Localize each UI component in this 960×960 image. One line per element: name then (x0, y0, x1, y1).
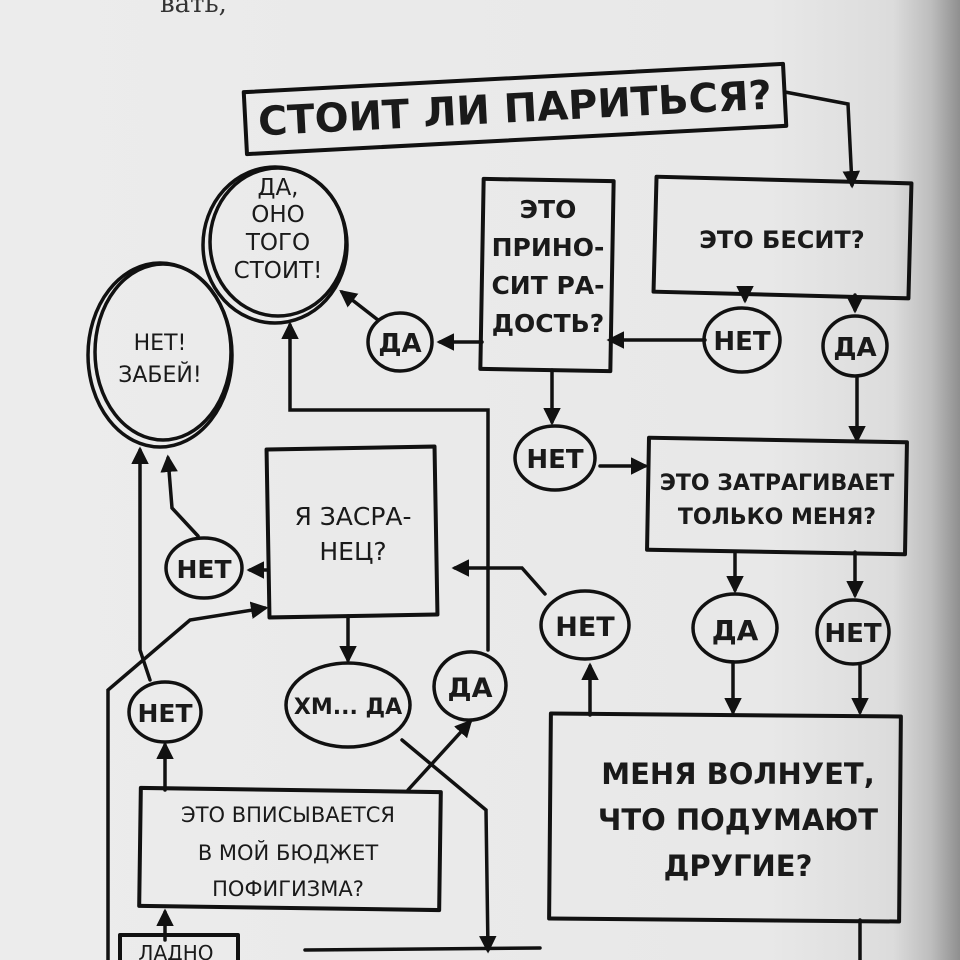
result-worth-it-line-2: ОНО (251, 202, 305, 228)
node-volnuet-line-3: ДРУГИЕ? (664, 849, 813, 883)
node-radost-line-3: СИТ РА- (491, 271, 604, 300)
node-zatragivaet: ЭТО ЗАТРАГИВАЕТ ТОЛЬКО МЕНЯ? (645, 435, 909, 557)
connector-hmda-down (400, 738, 497, 954)
node-zasranets-line-2: НЕЦ? (319, 537, 386, 566)
answer-besit-yes-text: ДА (833, 333, 876, 363)
result-worth-it-line-4: СТОИТ! (234, 258, 323, 284)
answer-radost-yes: ДА (366, 311, 434, 373)
connector-da-up-stoit (281, 321, 490, 652)
answer-zasranets-no: НЕТ (164, 536, 244, 600)
title-node: СТОИТ ЛИ ПАРИТЬСЯ? (241, 61, 789, 157)
answer-budget-yes: ДА (432, 650, 508, 722)
answer-budget-yes-text: ДА (448, 673, 493, 704)
node-volnuet-line-1: МЕНЯ ВОЛНУЕТ, (601, 757, 874, 791)
node-budget-line-3: ПОФИГИЗМА? (212, 877, 364, 901)
node-budget: ЭТО ВПИСЫВАЕТСЯ В МОЙ БЮДЖЕТ ПОФИГИЗМА? (137, 785, 443, 913)
result-worth-it-line-3: ТОГО (245, 230, 310, 256)
answer-volnuet-no: НЕТ (539, 589, 631, 661)
connector-budget-da (406, 719, 473, 792)
node-volnuet-line-2: ЧТО ПОДУМАЮТ (598, 803, 878, 837)
node-budget-line-1: ЭТО ВПИСЫВАЕТСЯ (181, 803, 395, 827)
result-forget-it-line-1: НЕТ! (134, 331, 187, 356)
node-budget-line-2: В МОЙ БЮДЖЕТ (198, 840, 378, 865)
answer-hm-da-text: ХМ... ДА (294, 695, 402, 720)
result-forget-it: НЕТ! ЗАБЕЙ! (86, 261, 234, 449)
node-besit: ЭТО БЕСИТ? (651, 174, 914, 301)
answer-besit-no: НЕТ (702, 306, 782, 374)
answer-volnuet-no-text: НЕТ (555, 612, 615, 643)
answer-radost-yes-text: ДА (378, 329, 421, 359)
answer-budget-no-text: НЕТ (137, 699, 192, 728)
answer-zasranets-no-text: НЕТ (176, 555, 231, 584)
answer-zatragivaet-yes: ДА (691, 592, 779, 664)
node-radost-line-2: ПРИНО- (492, 233, 605, 262)
node-besit-text: ЭТО БЕСИТ? (699, 226, 864, 254)
result-forget-it-line-2: ЗАБЕЙ! (118, 362, 201, 388)
node-volnuet: МЕНЯ ВОЛНУЕТ, ЧТО ПОДУМАЮТ ДРУГИЕ? (547, 711, 903, 924)
node-radost: ЭТО ПРИНО- СИТ РА- ДОСТЬ? (478, 176, 616, 374)
node-radost-line-1: ЭТО (520, 195, 577, 224)
connector-net-up-zabei (131, 446, 152, 682)
connector-left-zasranets (106, 601, 269, 960)
answer-hm-da: ХМ... ДА (284, 661, 412, 749)
answer-zatragivaet-no-text: НЕТ (824, 619, 882, 649)
result-worth-it: ДА, ОНО ТОГО СТОИТ! (201, 165, 349, 325)
answer-zatragivaet-no: НЕТ (815, 598, 891, 666)
connector-net-zabei (160, 454, 200, 538)
node-zasranets: Я ЗАСРА- НЕЦ? (264, 444, 440, 620)
answer-radost-no-text: НЕТ (526, 445, 584, 475)
title-text: СТОИТ ЛИ ПАРИТЬСЯ? (257, 73, 773, 146)
bottom-box-edge (303, 946, 542, 952)
node-ladno: ЛАДНО (118, 933, 240, 960)
page-fragment-text: вать, (160, 0, 227, 19)
node-zasranets-line-1: Я ЗАСРА- (294, 502, 411, 531)
node-ladno-text: ЛАДНО (138, 941, 213, 960)
node-zatragivaet-line-2: ТОЛЬКО МЕНЯ? (678, 505, 876, 530)
answer-zatragivaet-yes-text: ДА (712, 614, 759, 647)
answer-besit-yes: ДА (821, 314, 889, 378)
connector-net-zasranets (451, 559, 547, 596)
result-worth-it-line-1: ДА, (257, 175, 298, 201)
connector-title-besit (783, 90, 861, 189)
node-radost-line-4: ДОСТЬ? (492, 309, 604, 338)
answer-besit-no-text: НЕТ (713, 327, 771, 357)
answer-radost-no: НЕТ (513, 424, 597, 492)
answer-budget-no: НЕТ (127, 680, 203, 744)
connector-da-stoit (339, 289, 380, 322)
node-zatragivaet-line-1: ЭТО ЗАТРАГИВАЕТ (660, 471, 895, 496)
